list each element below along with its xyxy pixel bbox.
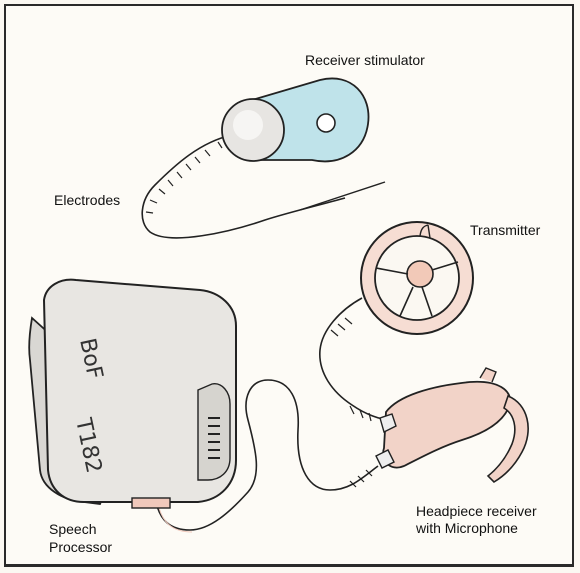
electrode-ticks xyxy=(146,142,222,213)
speech-processor-cable-port xyxy=(132,498,170,508)
headpiece-receiver xyxy=(383,382,510,468)
coil-highlight xyxy=(233,110,263,140)
label-transmitter: Transmitter xyxy=(470,222,540,239)
label-speech-line2: Processor xyxy=(49,539,112,556)
label-electrodes: Electrodes xyxy=(54,192,120,209)
label-headpiece-line1: Headpiece receiver xyxy=(416,503,537,520)
label-receiver-stimulator: Receiver stimulator xyxy=(305,52,425,69)
headpiece-microphone xyxy=(480,368,496,382)
receiver-stimulator-magnet-hole xyxy=(317,114,335,132)
transmitter xyxy=(361,222,473,334)
speech-processor-panel xyxy=(198,384,230,480)
electrode-lead-tip xyxy=(300,182,385,210)
label-headpiece-line2: with Microphone xyxy=(416,520,518,537)
processor-cable-ticks xyxy=(350,470,372,487)
transmitter-cable-strain-relief xyxy=(331,318,371,421)
label-speech-line1: Speech xyxy=(49,521,96,538)
